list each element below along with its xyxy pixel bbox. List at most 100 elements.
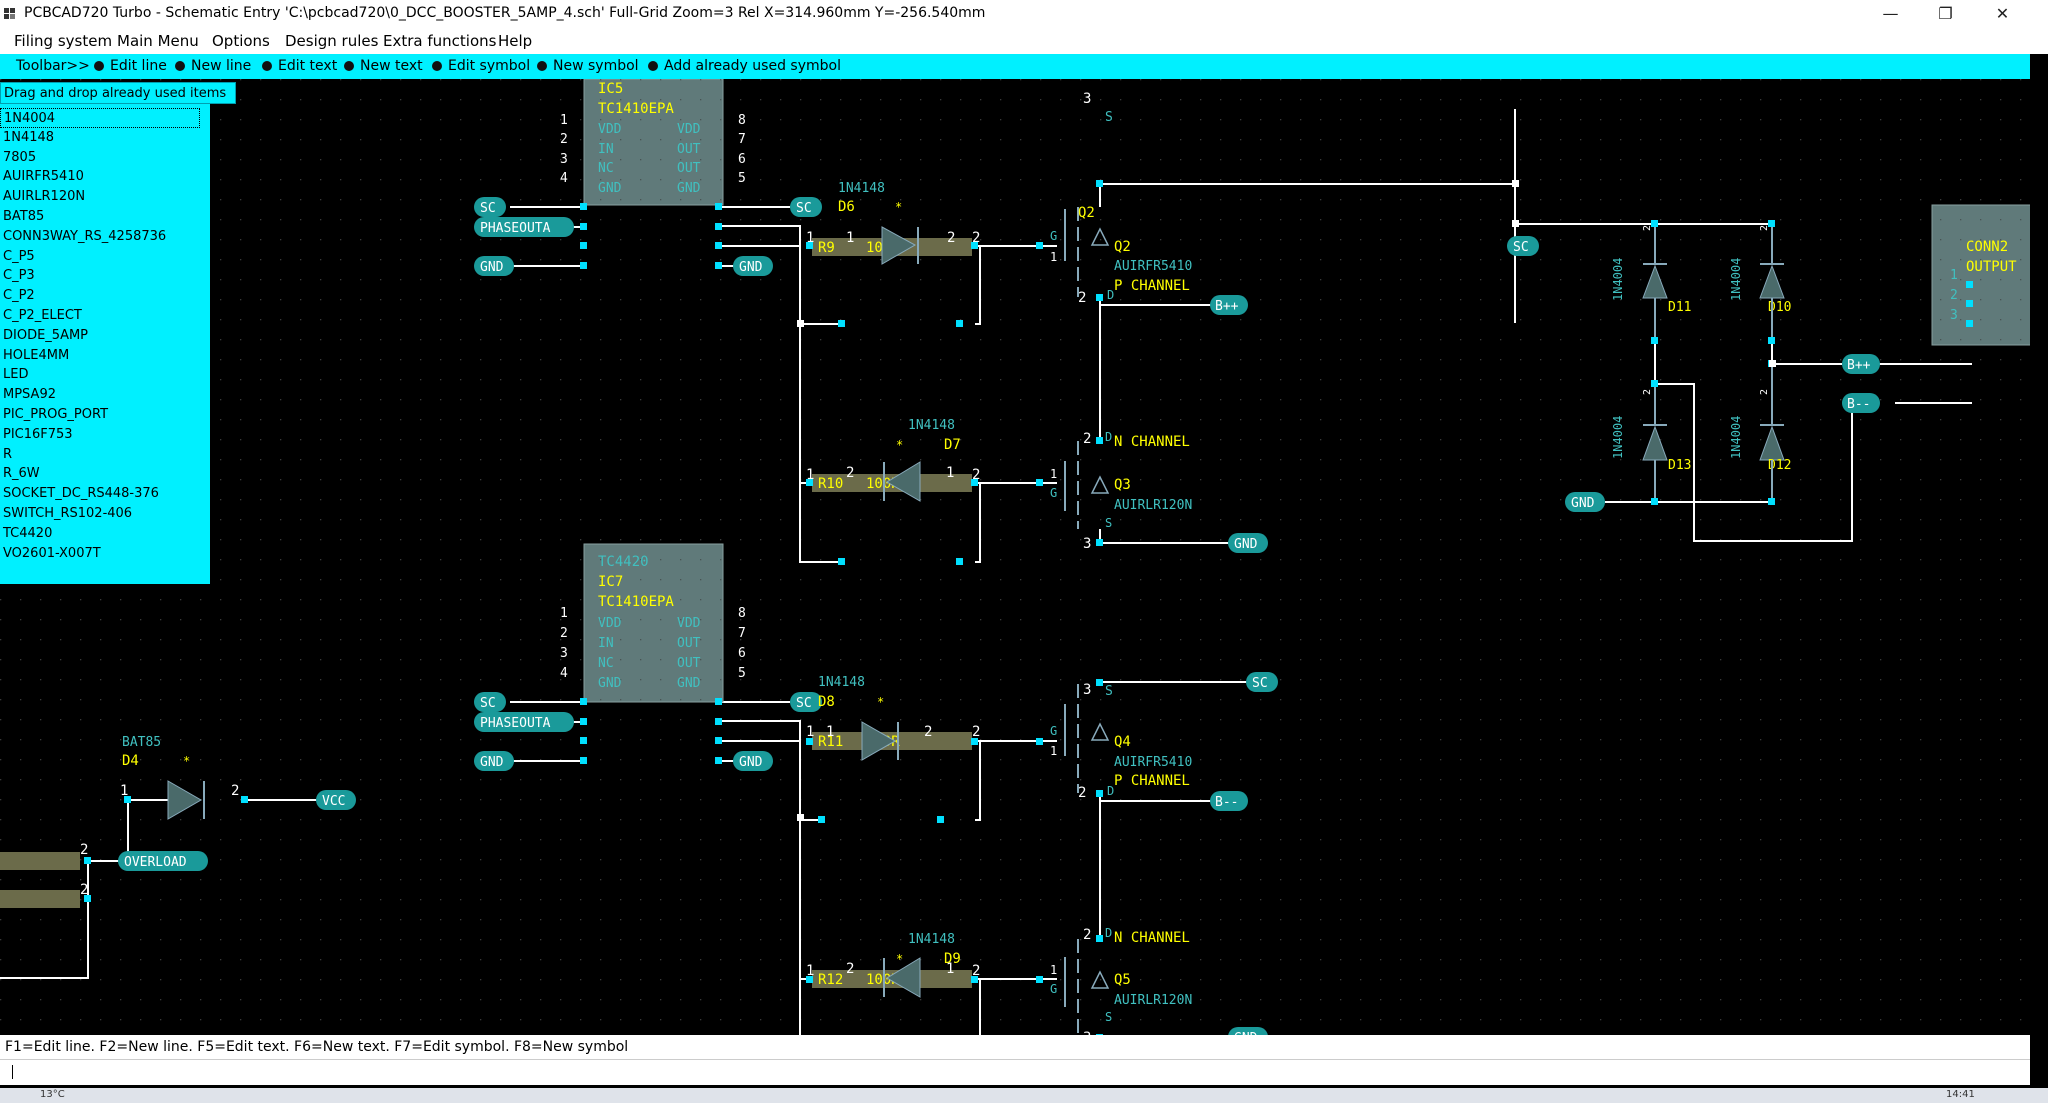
- port-gnd[interactable]: GND: [1565, 492, 1605, 512]
- port-gnd[interactable]: GND: [733, 256, 773, 276]
- radio-icon: [94, 61, 104, 71]
- menu-help[interactable]: Help: [498, 32, 533, 50]
- close-button[interactable]: ✕: [1995, 4, 2010, 23]
- port-vcc[interactable]: VCC: [316, 790, 356, 810]
- diode-d7[interactable]: 1N4148 D7 *: [883, 418, 961, 502]
- used-items-list[interactable]: 1N4004 1N4148 7805 AUIRFR5410 AUIRLR120N…: [0, 108, 200, 563]
- port-gnd[interactable]: GND: [1228, 1027, 1268, 1035]
- list-item[interactable]: 7805: [3, 149, 37, 165]
- list-item[interactable]: 1N4004: [0, 108, 200, 128]
- port-phaseouta[interactable]: PHASEOUTA: [474, 217, 574, 237]
- port-sc[interactable]: SC: [1246, 672, 1278, 692]
- maximize-button[interactable]: ❐: [1938, 4, 1953, 23]
- port-phaseouta[interactable]: PHASEOUTA: [474, 712, 574, 732]
- port-sc[interactable]: SC: [474, 692, 506, 712]
- port-gnd[interactable]: GND: [474, 751, 514, 771]
- list-item[interactable]: 1N4148: [3, 129, 55, 145]
- svg-text:*: *: [896, 438, 903, 452]
- diode-d6[interactable]: 1N4148 D6 *: [838, 181, 919, 265]
- toolbar: Toolbar>> Edit line New line Edit text N…: [0, 54, 2030, 79]
- list-item[interactable]: TC4420: [3, 525, 53, 541]
- fet-q2[interactable]: 3 S G 1 Q2 Q2 AUIRFR5410 P CHANNEL 2 D: [1050, 91, 1192, 306]
- port-b-minus[interactable]: B--: [1210, 791, 1248, 811]
- port-gnd[interactable]: GND: [474, 256, 514, 276]
- svg-text:2: 2: [1078, 290, 1086, 306]
- connector-conn2[interactable]: CONN2 OUTPUT 1 2 3: [1931, 204, 2030, 346]
- list-item[interactable]: MPSA92: [3, 387, 56, 403]
- port-overload[interactable]: OVERLOAD: [118, 851, 208, 871]
- title-bar: PCBCAD720 Turbo - Schematic Entry 'C:\pc…: [0, 0, 2048, 28]
- list-item[interactable]: R: [3, 446, 13, 462]
- svg-text:B--: B--: [1215, 795, 1238, 810]
- svg-text:SC: SC: [796, 201, 812, 216]
- list-item[interactable]: VO2601-X007T: [3, 545, 101, 561]
- svg-text:R12: R12: [818, 972, 843, 988]
- resistor-partial[interactable]: [0, 890, 80, 908]
- svg-text:*: *: [877, 695, 884, 709]
- port-gnd[interactable]: GND: [733, 751, 773, 771]
- svg-text:B++: B++: [1215, 299, 1239, 314]
- list-item[interactable]: R_6W: [3, 466, 40, 482]
- diode-d13[interactable]: 1N4004 2 D13: [1611, 389, 1691, 473]
- fet-q5[interactable]: 2 D N CHANNEL 1 G Q5 AUIRLR120N S 3: [1050, 926, 1192, 1035]
- port-b-minus[interactable]: B--: [1842, 393, 1880, 413]
- port-b-plus[interactable]: B++: [1210, 295, 1248, 315]
- schematic-canvas[interactable]: IC5 TC1410EPA VDD IN NC GND VDD OUT OUT …: [0, 79, 2030, 1035]
- diode-d4[interactable]: BAT85 D4 *: [122, 735, 205, 820]
- list-item[interactable]: C_P3: [3, 268, 35, 284]
- toolbar-add-used-symbol[interactable]: Add already used symbol: [648, 58, 841, 74]
- list-item[interactable]: LED: [3, 367, 29, 383]
- menu-filing-system[interactable]: Filing system: [14, 32, 113, 50]
- svg-text:2: 2: [924, 724, 932, 740]
- port-b-plus[interactable]: B++: [1842, 354, 1880, 374]
- list-item[interactable]: DIODE_5AMP: [3, 327, 89, 343]
- menu-options[interactable]: Options: [212, 32, 270, 50]
- list-item[interactable]: C_P5: [3, 248, 35, 264]
- svg-text:R11: R11: [818, 734, 843, 750]
- list-item[interactable]: SWITCH_RS102-406: [3, 505, 133, 521]
- ic5[interactable]: IC5 TC1410EPA VDD IN NC GND VDD OUT OUT …: [560, 79, 746, 206]
- menu-main-menu[interactable]: Main Menu: [117, 32, 199, 50]
- fet-q4[interactable]: 3 S G 1 Q4 AUIRFR5410 P CHANNEL 2 D: [1050, 682, 1192, 801]
- junctions: [84, 180, 1973, 1035]
- toolbar-new-line[interactable]: New line: [175, 58, 251, 74]
- used-items-panel[interactable]: Drag and drop already used items 1N4004 …: [0, 82, 236, 584]
- status-bar: F1=Edit line. F2=New line. F5=Edit text.…: [0, 1035, 2030, 1059]
- list-item[interactable]: AUIRFR5410: [3, 169, 84, 185]
- port-sc[interactable]: SC: [474, 197, 506, 217]
- menu-design-rules[interactable]: Design rules: [285, 32, 379, 50]
- list-item[interactable]: PIC16F753: [3, 426, 73, 442]
- svg-text:6: 6: [738, 646, 746, 661]
- list-item[interactable]: HOLE4MM: [3, 347, 70, 363]
- list-item[interactable]: C_P2: [3, 288, 35, 304]
- svg-text:D7: D7: [944, 437, 961, 453]
- list-item[interactable]: SOCKET_DC_RS448-376: [3, 486, 159, 502]
- svg-text:D6: D6: [838, 199, 855, 215]
- port-sc[interactable]: SC: [790, 197, 822, 217]
- diode-d9[interactable]: 1N4148 D9 *: [883, 932, 961, 998]
- list-item[interactable]: PIC_PROG_PORT: [3, 406, 109, 422]
- command-line-input[interactable]: [0, 1059, 2030, 1085]
- toolbar-new-text[interactable]: New text: [344, 58, 423, 74]
- minimize-button[interactable]: —: [1882, 4, 1899, 23]
- port-sc[interactable]: SC: [1507, 236, 1539, 256]
- list-item[interactable]: AUIRLR120N: [3, 189, 86, 205]
- resistor-partial[interactable]: [0, 852, 80, 870]
- toolbar-new-symbol[interactable]: New symbol: [537, 58, 639, 74]
- ic7[interactable]: TC4420 IC7 TC1410EPA VDD IN NC GND VDD O…: [560, 543, 746, 703]
- port-sc[interactable]: SC: [790, 692, 822, 712]
- diode-d8[interactable]: 1N4148 D8 *: [818, 675, 899, 761]
- port-gnd[interactable]: GND: [1228, 533, 1268, 553]
- list-item[interactable]: C_P2_ELECT: [3, 307, 82, 323]
- svg-text:GND: GND: [1571, 496, 1595, 511]
- ic5-name: IC5: [598, 81, 623, 97]
- fet-q3[interactable]: 2 D N CHANNEL 1 G Q3 AUIRLR120N S 3: [1050, 430, 1192, 552]
- list-item[interactable]: CONN3WAY_RS_4258736: [3, 228, 167, 244]
- list-item[interactable]: BAT85: [3, 208, 45, 224]
- toolbar-edit-line[interactable]: Edit line: [94, 58, 167, 74]
- wires: [0, 109, 1972, 1035]
- grid: [0, 79, 2030, 1035]
- menu-extra-functions[interactable]: Extra functions: [383, 32, 497, 50]
- toolbar-edit-text[interactable]: Edit text: [262, 58, 337, 74]
- toolbar-edit-symbol[interactable]: Edit symbol: [432, 58, 530, 74]
